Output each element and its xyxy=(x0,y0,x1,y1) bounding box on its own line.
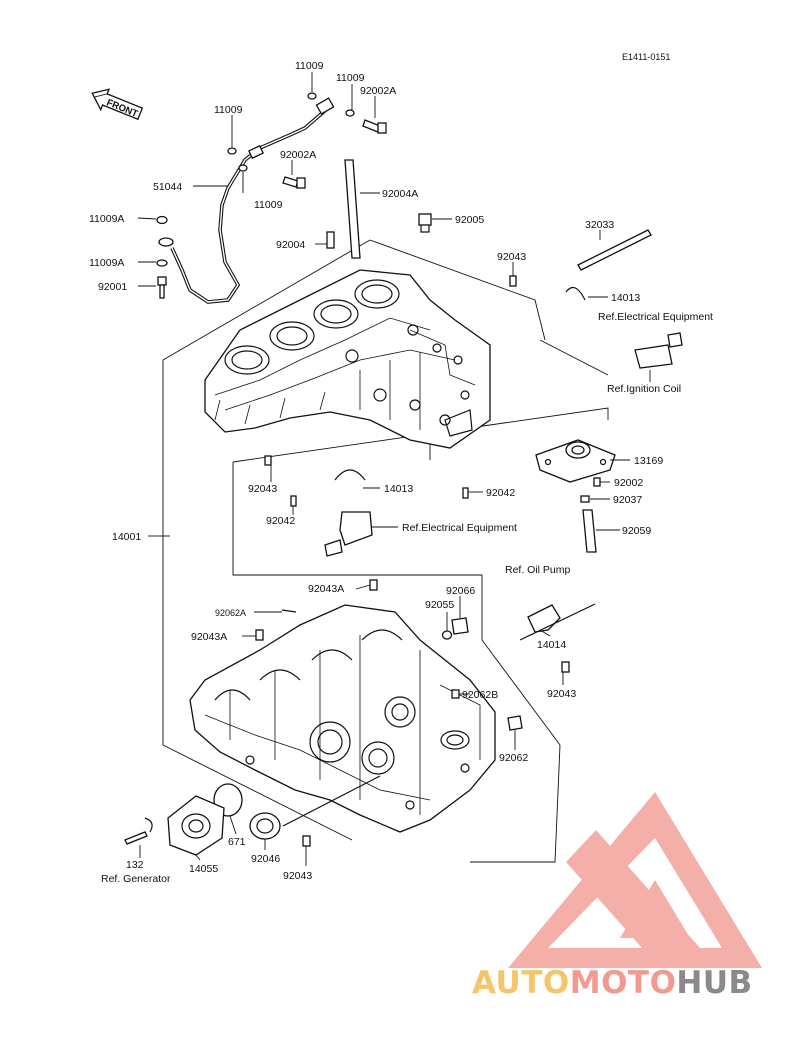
part-label-92002A-b: 92002A xyxy=(280,149,316,161)
ref-oil-pump: Ref. Oil Pump xyxy=(505,564,571,576)
part-label-13169: 13169 xyxy=(634,455,663,467)
diagram-reference-code: E1411-0151 xyxy=(622,52,670,62)
part-label-92043A-b: 92043A xyxy=(191,631,227,643)
part-label-14013-b: 14013 xyxy=(384,483,413,495)
part-label-11009-a: 11009 xyxy=(295,60,324,72)
ref-generator: Ref. Generator xyxy=(101,873,171,885)
watermark-triangle-icon xyxy=(508,792,762,968)
part-label-671: 671 xyxy=(228,836,246,848)
part-label-92004A: 92004A xyxy=(382,188,418,200)
part-label-92062B: 92062B xyxy=(462,689,498,701)
part-label-92043-c: 92043 xyxy=(547,688,576,700)
part-label-92043-d: 92043 xyxy=(283,870,312,882)
hardware-parts xyxy=(124,92,683,856)
part-label-92055: 92055 xyxy=(425,599,454,611)
part-label-92059: 92059 xyxy=(622,525,651,537)
part-label-11009-c: 11009 xyxy=(214,104,243,116)
lower-crankcase xyxy=(189,604,496,833)
part-label-92002: 92002 xyxy=(614,477,643,489)
part-label-92043-a: 92043 xyxy=(497,251,526,263)
part-label-92043A-a: 92043A xyxy=(308,583,344,595)
part-label-92042-b: 92042 xyxy=(266,515,295,527)
part-label-11009-d: 11009 xyxy=(254,199,283,211)
front-arrow-icon: FRONT xyxy=(91,88,144,121)
part-labels: 11009 11009 92002A 11009 92002A 51044 11… xyxy=(89,60,713,885)
part-label-32033: 32033 xyxy=(585,219,614,231)
part-label-92062A: 92062A xyxy=(215,608,246,618)
part-label-14013-a: 14013 xyxy=(611,292,640,304)
part-label-92004: 92004 xyxy=(276,239,305,251)
part-label-132: 132 xyxy=(126,859,144,871)
part-label-14055: 14055 xyxy=(189,863,218,875)
leader-lines xyxy=(137,72,651,866)
ref-electrical-equipment-2: Ref.Electrical Equipment xyxy=(402,522,517,534)
svg-text:AUTOMOTOHUB: AUTOMOTOHUB xyxy=(472,965,753,1001)
watermark-logo: AUTOMOTOHUB xyxy=(472,792,762,1001)
part-label-92042-a: 92042 xyxy=(486,487,515,499)
part-label-92046: 92046 xyxy=(251,853,280,865)
part-label-92066: 92066 xyxy=(446,585,475,597)
watermark-moto: MOTO xyxy=(570,965,677,1001)
watermark-auto: AUTO xyxy=(472,965,570,1001)
oil-pipe-51044 xyxy=(158,97,335,304)
upper-crankcase xyxy=(204,269,491,449)
part-label-11009A-a: 11009A xyxy=(89,213,124,225)
part-label-14001: 14001 xyxy=(112,531,141,543)
part-label-92037: 92037 xyxy=(613,494,642,506)
part-label-92043-b: 92043 xyxy=(248,483,277,495)
assembly-bracket-lines xyxy=(160,239,609,863)
part-label-14014: 14014 xyxy=(537,639,566,651)
part-label-92005: 92005 xyxy=(455,214,484,226)
watermark-hub: HUB xyxy=(676,965,752,1001)
ref-ignition-coil: Ref.Ignition Coil xyxy=(607,383,681,395)
part-label-92001: 92001 xyxy=(98,281,127,293)
part-label-11009A-b: 11009A xyxy=(89,257,124,269)
part-label-51044: 51044 xyxy=(153,181,182,193)
part-label-92062: 92062 xyxy=(499,752,528,764)
part-label-11009-b: 11009 xyxy=(336,72,365,84)
ref-electrical-equipment-1: Ref.Electrical Equipment xyxy=(598,311,713,323)
part-label-92002A-a: 92002A xyxy=(360,85,396,97)
